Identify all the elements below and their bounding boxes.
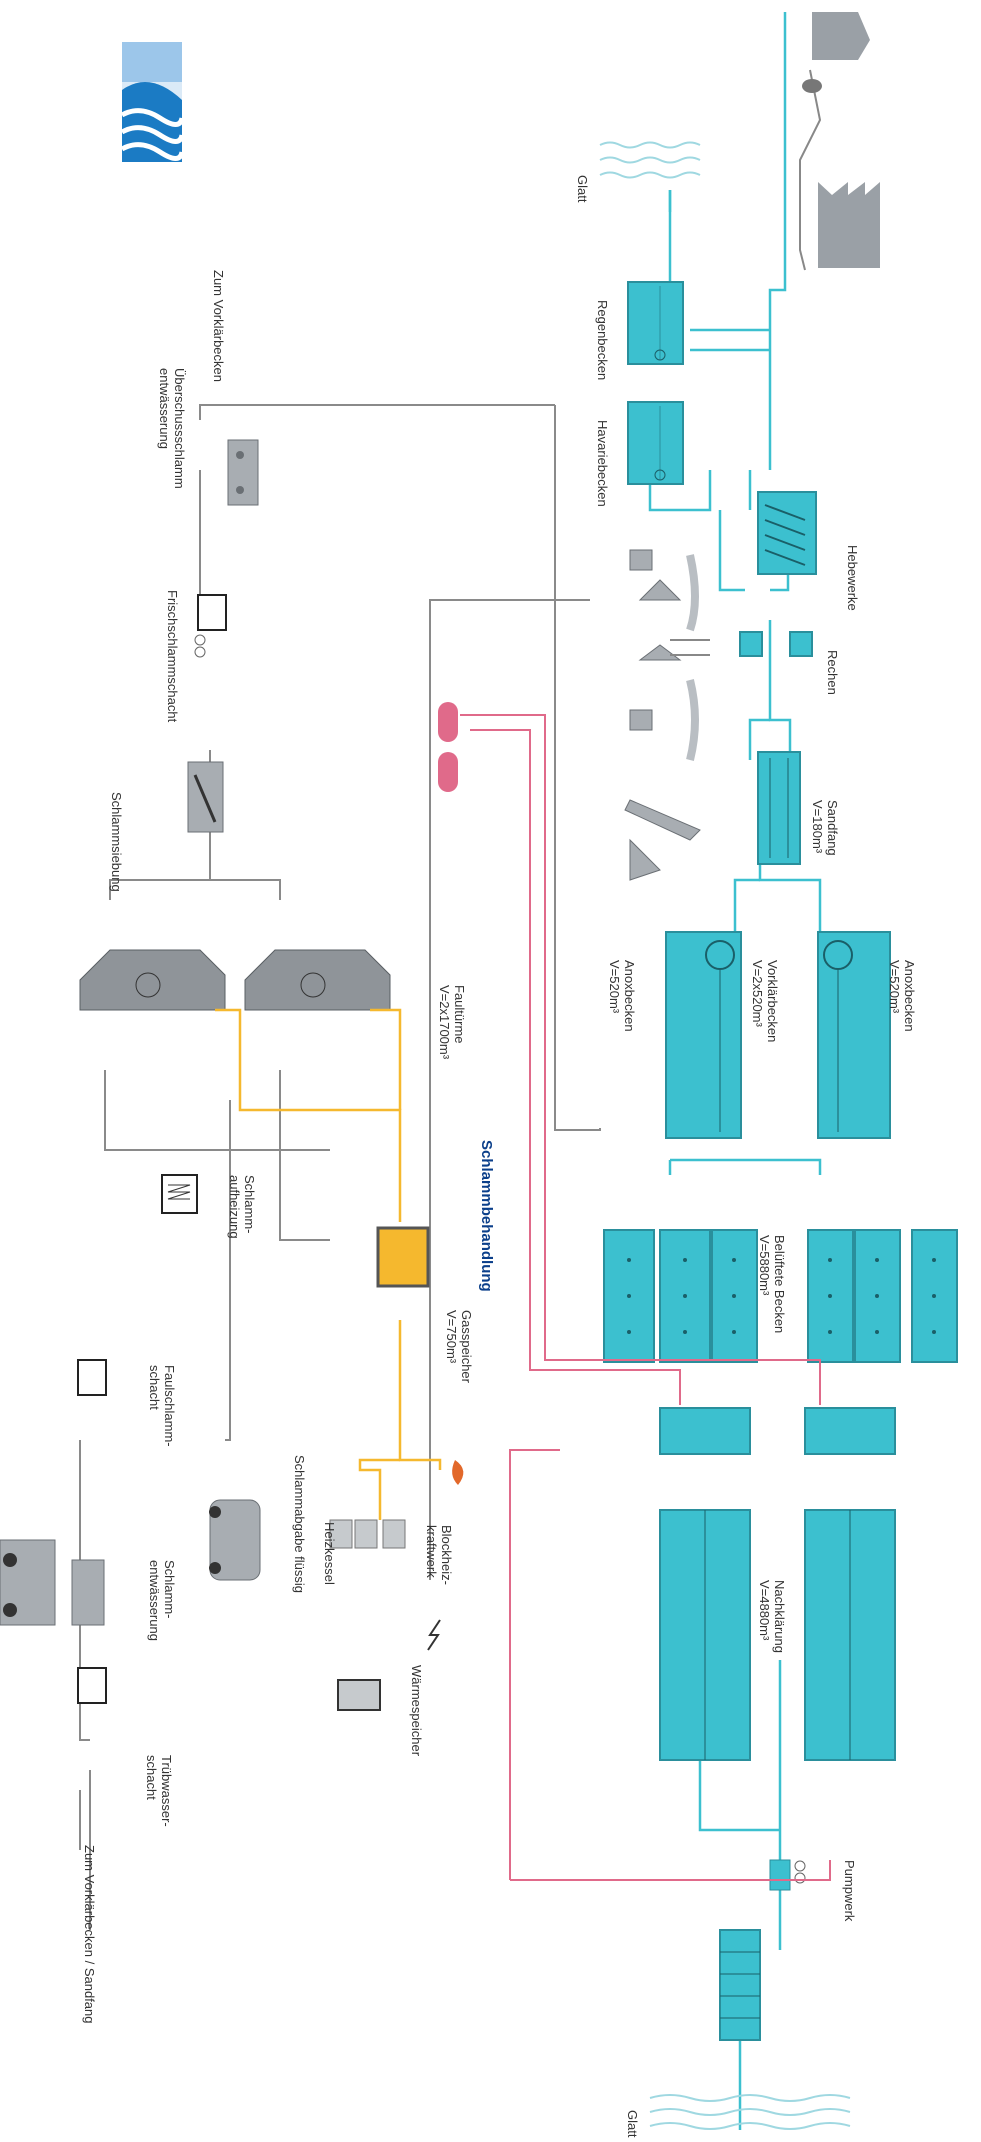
river-glatt-top	[600, 143, 700, 178]
label-nachklarung: NachklärungV=4880m³	[757, 1580, 787, 1653]
filter-bank	[720, 1930, 760, 2040]
terrain-line	[800, 70, 820, 270]
dump-truck-icon	[0, 1540, 55, 1625]
schlammentwasserung-machine	[72, 1560, 104, 1625]
label-havariebecken: Havariebecken	[595, 420, 610, 507]
schlammaufheizung-unit	[162, 1175, 197, 1213]
distribution-boxes	[660, 1408, 895, 1454]
uberschussschlamm-machine	[228, 440, 258, 505]
pink-storage-tanks	[438, 702, 458, 792]
schlammsiebung-unit	[188, 762, 223, 832]
hebewerke-unit	[758, 492, 816, 574]
label-sandfang: SandfangV=180m³	[810, 800, 840, 856]
label-rechen: Rechen	[825, 650, 840, 695]
screenings-line	[670, 640, 710, 655]
label-glatt-bottom: Glatt	[625, 2110, 640, 2138]
truck-icon	[209, 1500, 260, 1580]
label-schlammabgabe: Schlammabgabe flüssig	[292, 1455, 307, 1593]
sand-classifier	[625, 800, 700, 880]
label-blockheizkraftwerk: Blockheiz-kraftwerk	[424, 1525, 454, 1585]
pumpwerk-unit	[770, 1860, 805, 1890]
vorklarbecken-tank	[666, 932, 741, 1138]
trubwasserschacht-unit	[78, 1668, 106, 1703]
havariebecken-tank	[628, 402, 683, 484]
label-zum-vorklarbecken-sandfang: Zum Vorklärbecken / Sandfang	[82, 1845, 97, 2024]
label-schlammentwasserung: Schlamm-entwässerung	[147, 1560, 177, 1641]
church-icon	[812, 12, 870, 60]
rechen-unit	[740, 632, 812, 656]
label-faulturme: FaultürmeV=2x1700m³	[437, 985, 467, 1060]
faulturm-1	[80, 950, 225, 1010]
sandfang-unit	[758, 752, 800, 864]
label-warmespeicher: Wärmespeicher	[409, 1665, 424, 1757]
label-anoxbecken-left: AnoxbeckenV=520m³	[607, 960, 637, 1032]
label-heizkessel: Heizkessel	[322, 1522, 337, 1585]
label-trubwasserschacht: Trübwasser-schacht	[144, 1755, 174, 1827]
label-beluftete-becken: Belüftete BeckenV=5880m³	[757, 1235, 787, 1333]
label-vorklarbecken: VorklärbeckenV=2x520m³	[750, 960, 780, 1042]
label-schlammsiebung: Schlammsiebung	[109, 792, 124, 892]
warmespeicher-unit	[338, 1680, 380, 1710]
title-schlammbehandlung: Schlammbehandlung	[478, 1140, 495, 1292]
factory-icon	[818, 182, 880, 268]
label-pumpwerk: Pumpwerk	[842, 1860, 857, 1922]
label-schlammaufheizung: Schlamm-aufheizung	[227, 1175, 257, 1239]
regenbecken-tank	[628, 282, 683, 364]
logo-icon	[122, 42, 182, 162]
gasspeicher-unit	[378, 1228, 428, 1286]
label-gasspeicher: GasspeicherV=750m³	[444, 1310, 474, 1384]
label-faulschlammschacht: Faulschlamm-schacht	[147, 1365, 177, 1447]
blockheizkraftwerk-unit	[330, 1520, 405, 1548]
car-icon	[802, 79, 822, 93]
faulschlammschacht-unit	[78, 1360, 106, 1395]
label-uberschussschlamm: Überschussschlammentwässerung	[157, 368, 187, 489]
label-zum-vorklarbecken: Zum Vorklärbecken	[211, 270, 226, 382]
river-glatt-bottom	[650, 2095, 850, 2129]
anoxbecken-right-tank	[818, 932, 890, 1138]
label-glatt-top: Glatt	[575, 175, 590, 203]
label-frischschlammschacht: Frischschlammschacht	[165, 590, 180, 723]
flame-icon	[452, 1460, 463, 1485]
frischschlammschacht-unit	[195, 595, 226, 657]
lightning-icon	[428, 1620, 440, 1650]
label-hebewerke: Hebewerke	[845, 545, 860, 611]
label-anoxbecken-right: AnoxbeckenV=520m³	[887, 960, 917, 1032]
label-regenbecken: Regenbecken	[595, 300, 610, 380]
faulturm-2	[245, 950, 390, 1010]
